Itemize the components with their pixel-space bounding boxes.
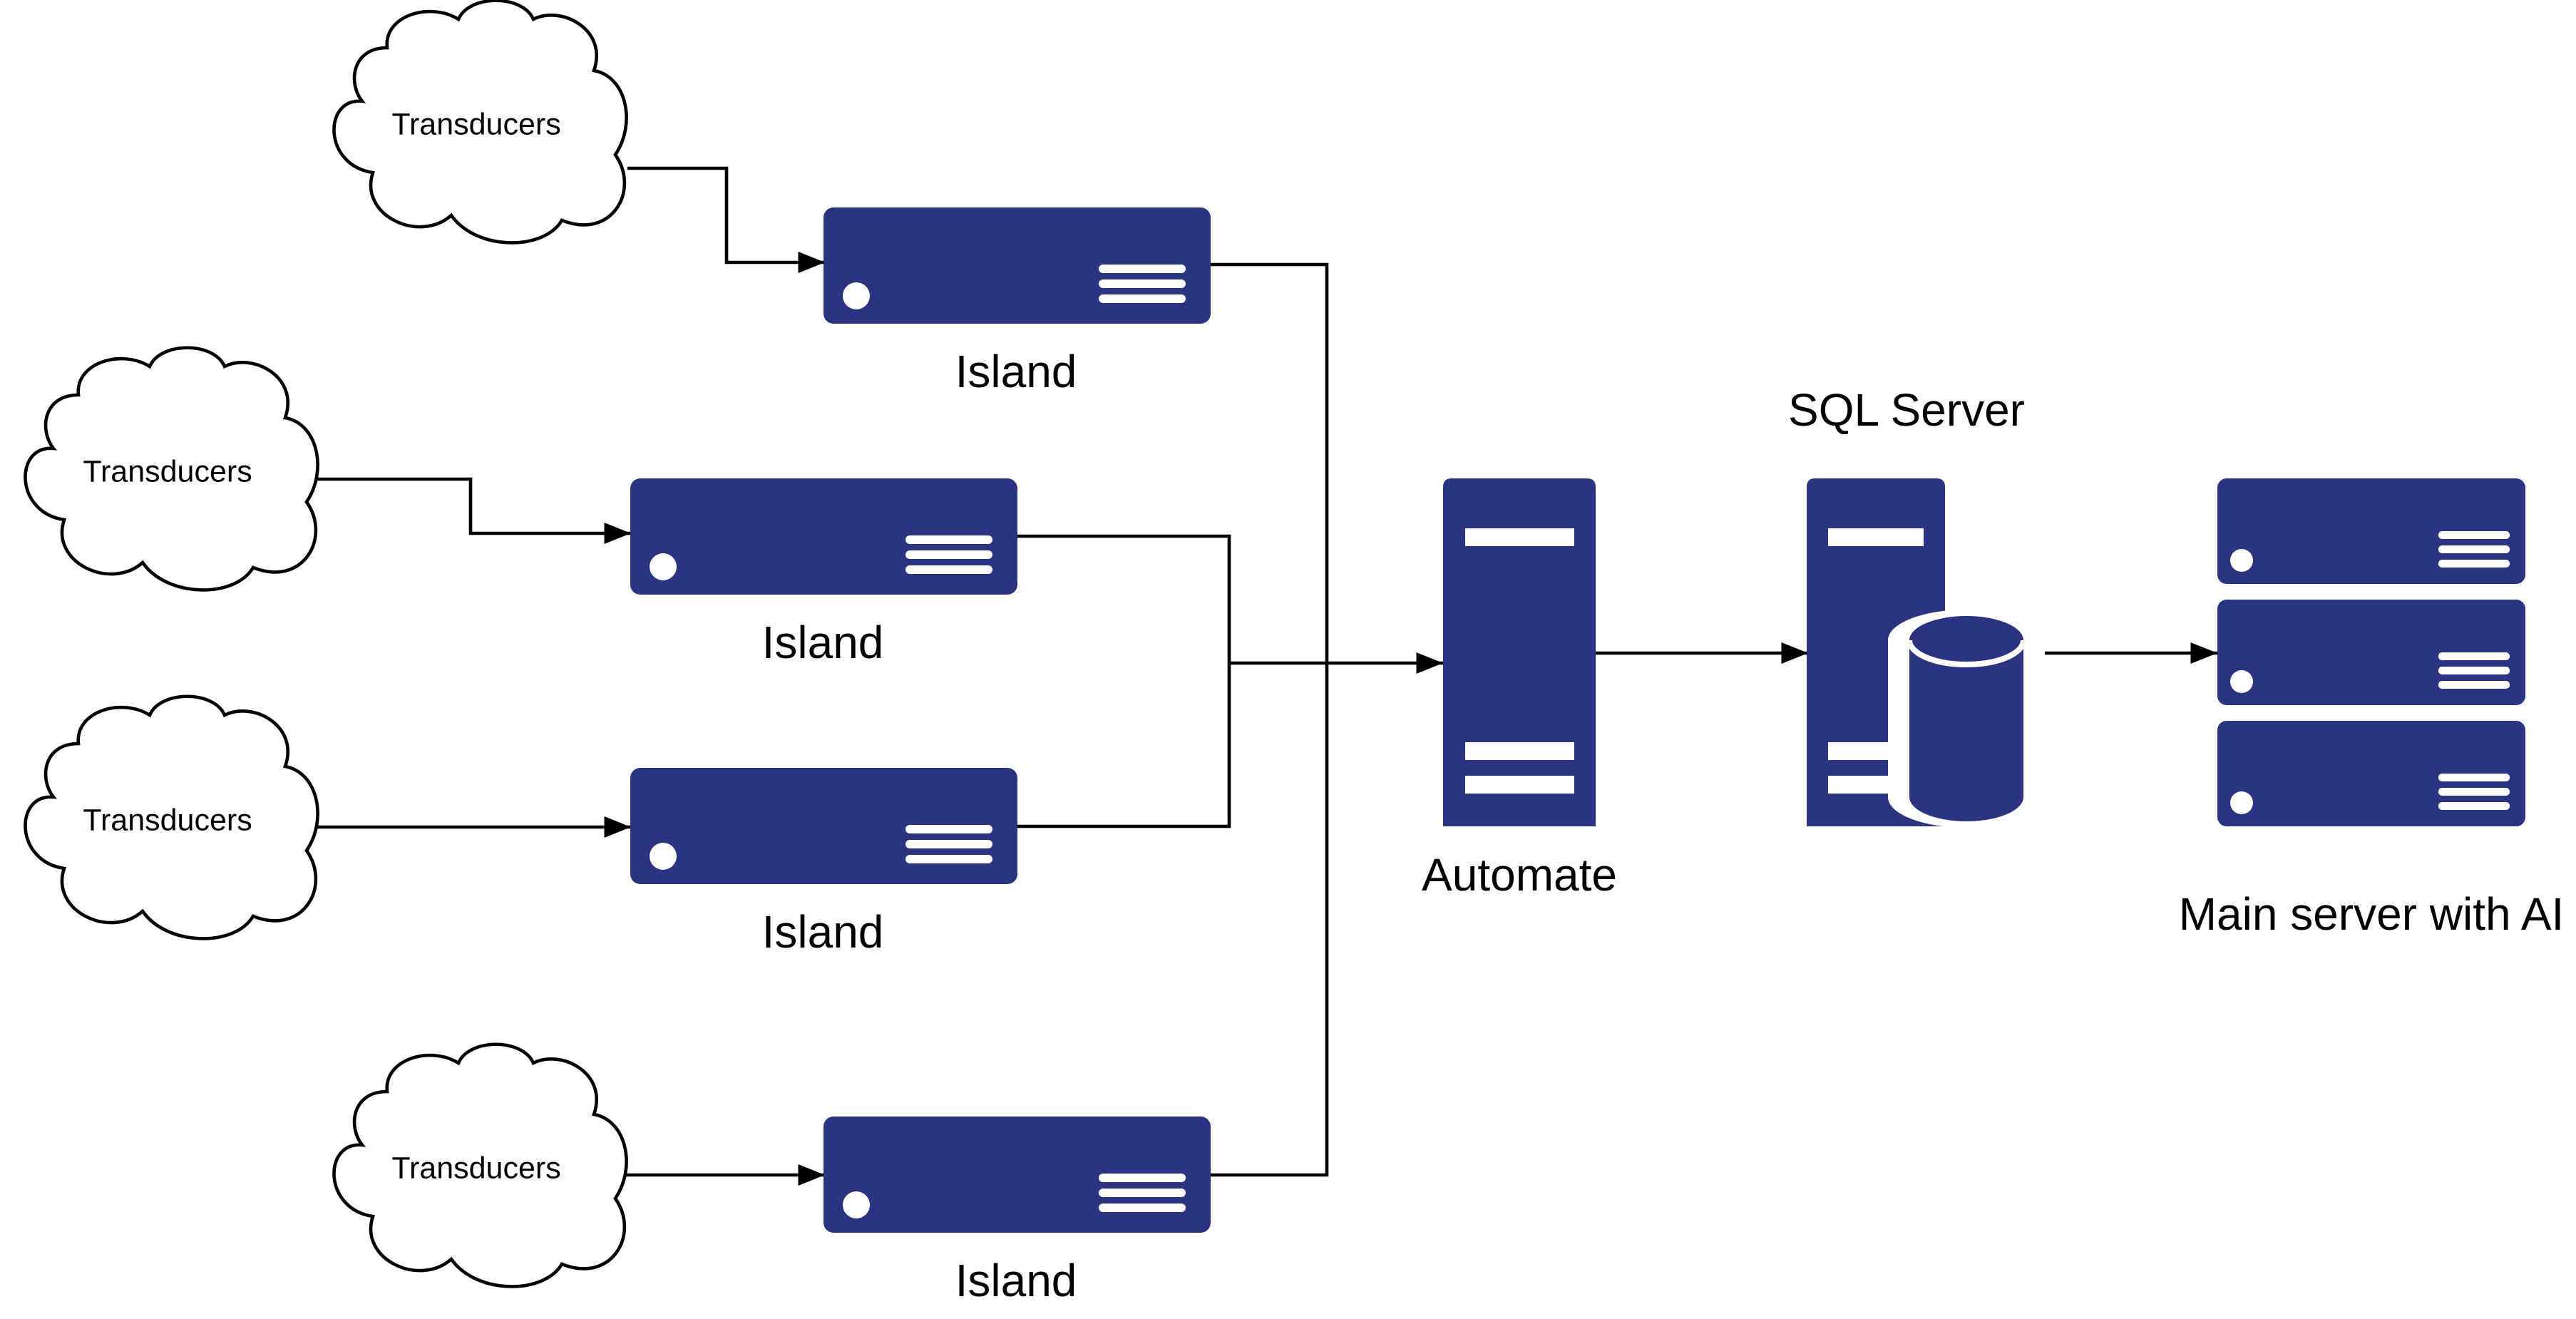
source-t2: Transducers	[24, 346, 319, 592]
vent-slot-1	[1099, 265, 1186, 273]
island-3: Island	[630, 768, 1017, 958]
source-t3: Transducers	[24, 694, 319, 940]
vent-slot-1	[1099, 1174, 1186, 1182]
edge-island1-automate	[1211, 262, 1329, 663]
island-server-icon	[823, 207, 1211, 324]
cloud-outline	[24, 694, 319, 940]
edge-island2-automate	[1017, 534, 1231, 663]
cloud-shape-icon	[332, 0, 628, 245]
island-4: Island	[823, 1117, 1211, 1306]
vent-slot-2	[905, 550, 992, 559]
server-unit-3	[2217, 721, 2525, 826]
transducers-label: Transducers	[83, 454, 252, 488]
island-label: Island	[955, 1255, 1077, 1306]
vent-slot-1	[905, 825, 992, 833]
island-2: Island	[630, 478, 1017, 668]
sql-server-label: SQL Server	[1788, 384, 2025, 436]
automate-node: Automate	[1422, 478, 1617, 900]
edge-t2-island2	[311, 477, 631, 544]
edge-t1-island1	[627, 166, 825, 273]
edge-island3-automate	[1017, 663, 1231, 828]
island-server-icon	[630, 768, 1017, 884]
island-1: Island	[823, 207, 1211, 397]
transducers-label: Transducers	[83, 803, 252, 837]
cloud-shape-icon	[24, 346, 319, 592]
server-unit-2	[2217, 600, 2525, 705]
vent-slot-2	[905, 840, 992, 848]
server-unit-1	[2217, 478, 2525, 584]
edge-island4-automate	[1211, 663, 1329, 1177]
automate-label: Automate	[1422, 849, 1617, 900]
cloud-shape-icon	[24, 694, 319, 940]
island-label: Island	[762, 906, 884, 958]
vent-slot-3	[905, 565, 992, 574]
main-server-label: Main server with AI	[2179, 888, 2565, 940]
vent-slot-2	[1099, 1189, 1186, 1197]
vent-slot-3	[905, 855, 992, 863]
tower-server-icon	[1443, 478, 1596, 826]
power-led-icon	[843, 1191, 870, 1218]
main-server-node: Main server with AI	[2179, 478, 2565, 940]
island-server-icon	[823, 1117, 1211, 1233]
vent-slot-3	[1099, 1203, 1186, 1212]
source-t1: Transducers	[332, 0, 628, 245]
cloud-outline	[332, 0, 628, 245]
vent-slot-2	[1099, 279, 1186, 288]
island-label: Island	[955, 346, 1077, 397]
sql-server-node: SQL Server	[1788, 384, 2045, 828]
vent-slot-3	[1099, 294, 1186, 303]
cloud-shape-icon	[332, 1042, 628, 1288]
cloud-outline	[24, 346, 319, 592]
edges	[311, 166, 2217, 1186]
island-label: Island	[762, 617, 884, 668]
stacked-servers-icon	[2217, 478, 2525, 826]
power-led-icon	[650, 843, 677, 870]
power-led-icon	[650, 553, 677, 580]
island-server-icon	[630, 478, 1017, 595]
vent-slot-1	[905, 535, 992, 544]
database-server-icon	[1807, 478, 2045, 828]
cloud-outline	[332, 1042, 628, 1288]
transducers-label: Transducers	[391, 107, 560, 141]
power-led-icon	[843, 282, 870, 309]
transducers-label: Transducers	[391, 1151, 560, 1185]
source-t4: Transducers	[332, 1042, 628, 1288]
